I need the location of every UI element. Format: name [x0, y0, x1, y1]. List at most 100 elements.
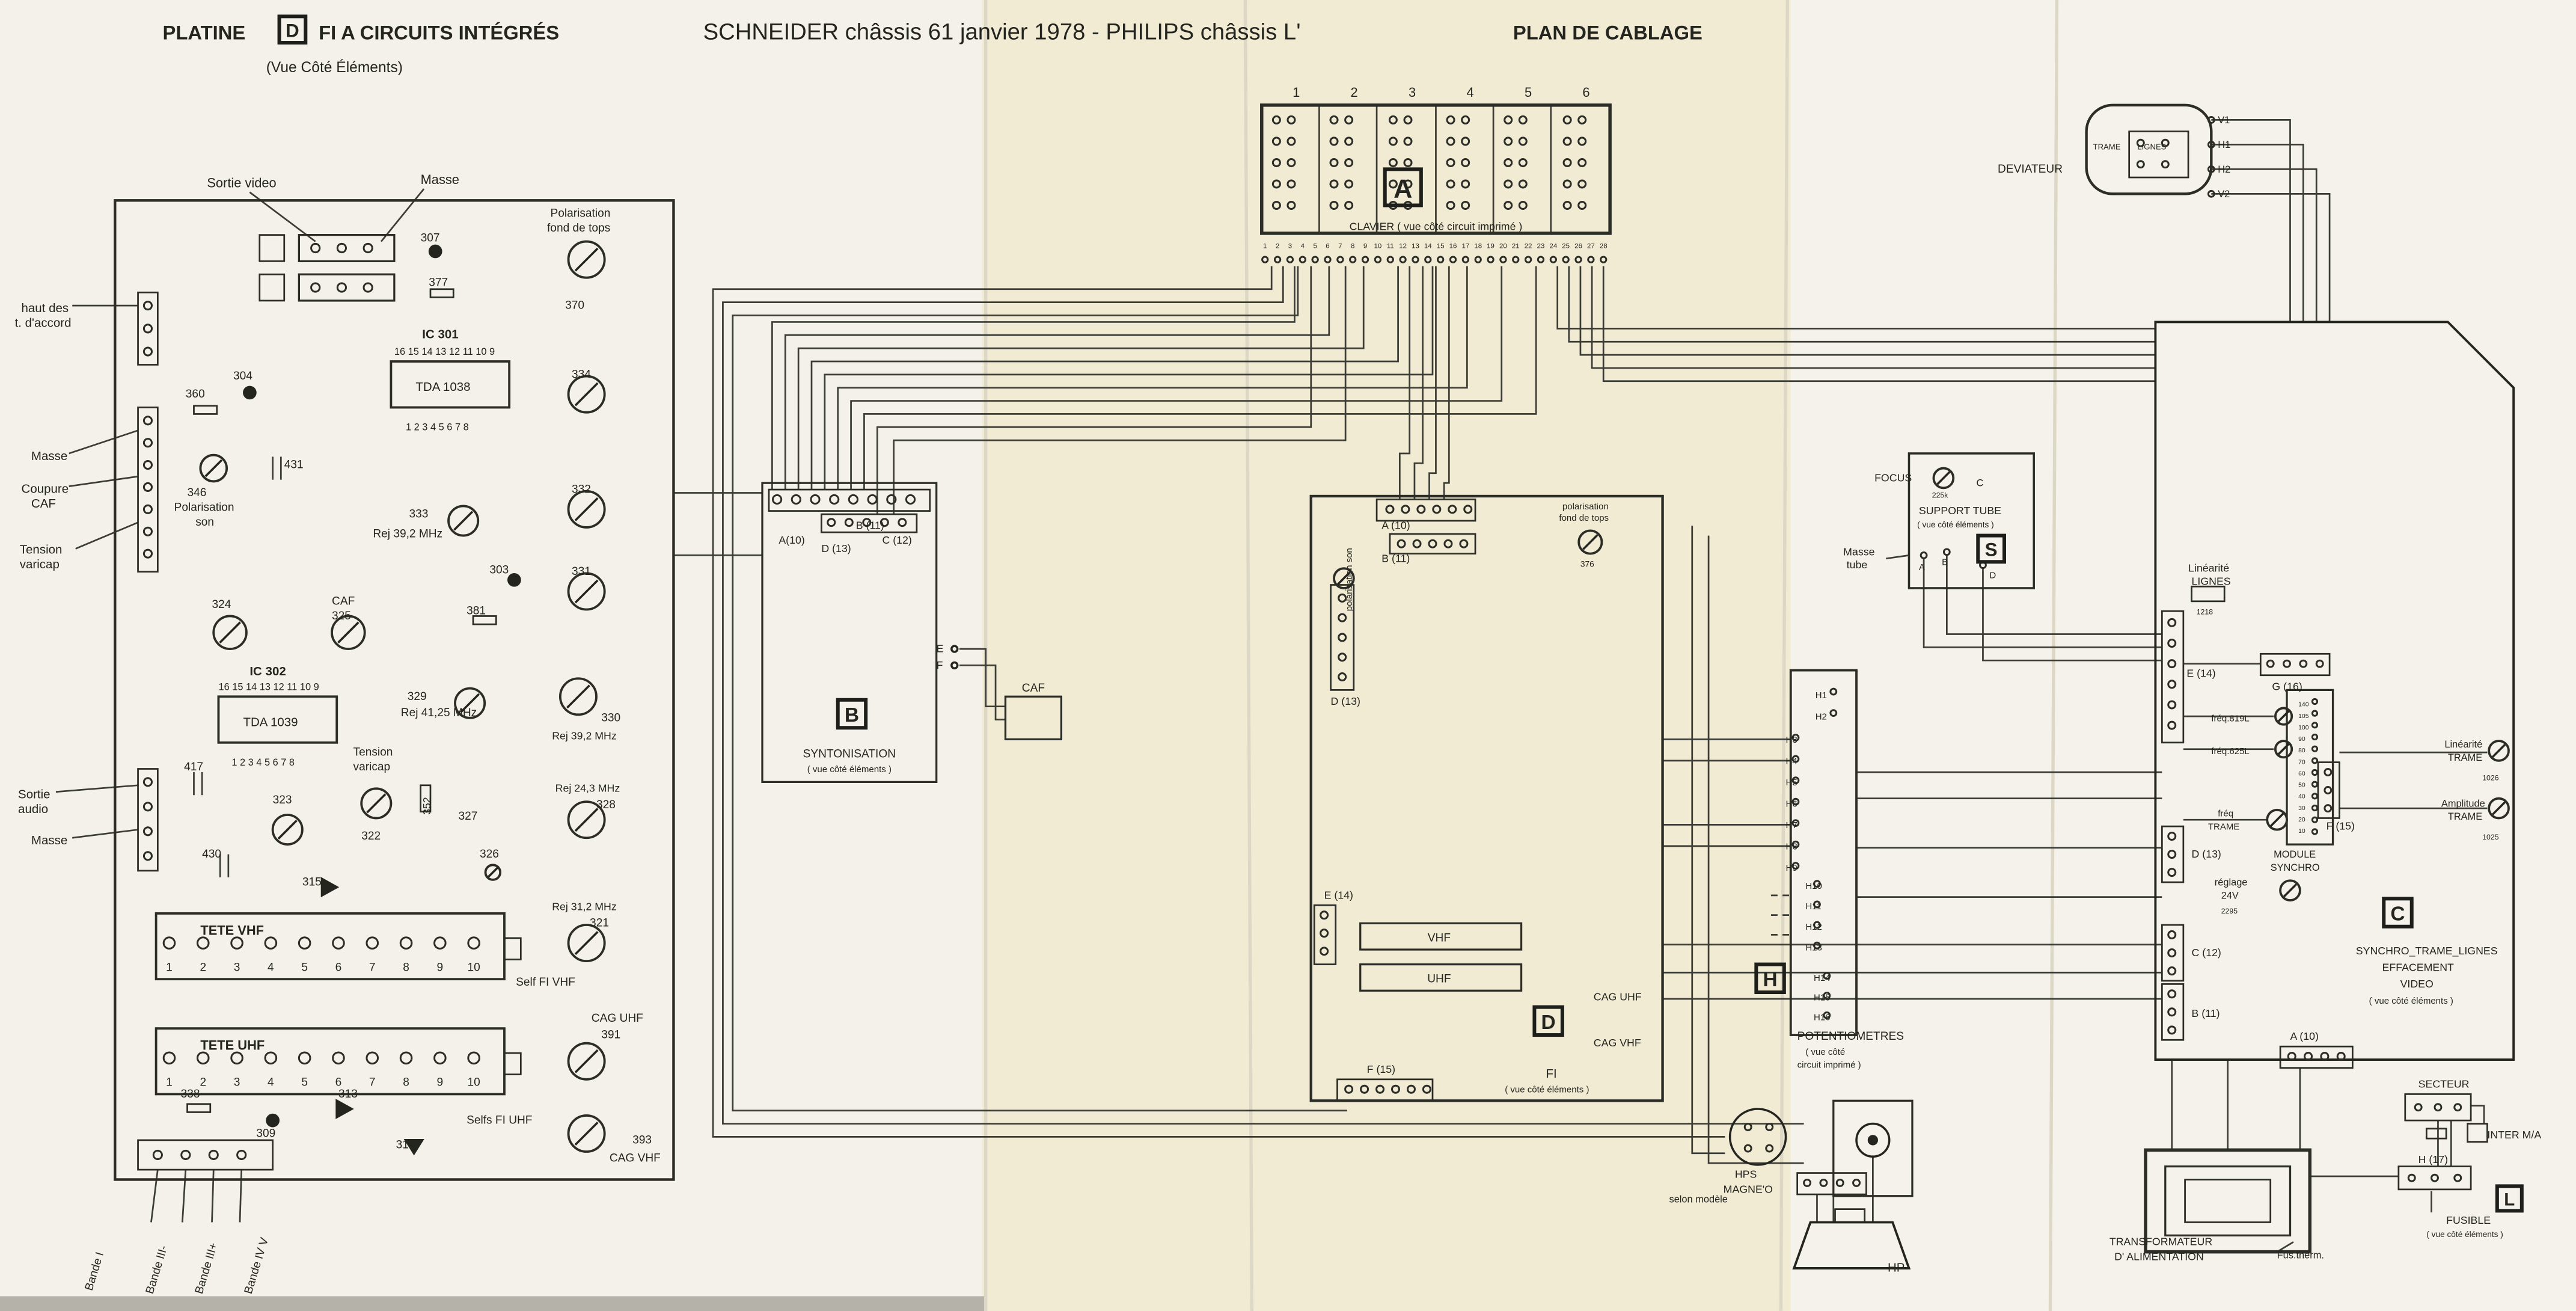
diagram-label: A(10)	[779, 534, 804, 546]
wire	[712, 266, 1725, 1138]
connector-hole	[1437, 256, 1445, 263]
section-letter: A	[1394, 174, 1412, 203]
connector-hole	[2311, 757, 2319, 764]
component-box	[217, 695, 338, 744]
pin-number: 5	[301, 962, 308, 974]
connector-hole	[1261, 256, 1269, 263]
connector-hole	[152, 1149, 163, 1161]
diagram-label: fréq.819L	[2211, 713, 2249, 723]
diagram-label: C (12)	[883, 534, 912, 546]
pin-label: H6	[1786, 799, 1797, 809]
connector-hole	[2167, 700, 2177, 710]
diagram-label: HPS	[1735, 1168, 1757, 1181]
diagram-label: PLAN DE CABLAGE	[1513, 22, 1703, 44]
connector-hole	[1286, 200, 1296, 210]
connector-hole	[1823, 992, 1831, 999]
diagram-label: 326	[480, 848, 499, 861]
potentiometers-layer	[199, 240, 2510, 1166]
pin-label: 80	[2298, 748, 2305, 754]
connector-hole	[1791, 840, 1800, 849]
connector-hole	[1574, 256, 1582, 263]
wire	[722, 266, 1804, 1125]
connector-hole	[1388, 158, 1398, 167]
potentiometer-slot	[460, 693, 480, 713]
diagram-label: B (11)	[856, 520, 884, 532]
section-letter: L	[2504, 1190, 2515, 1209]
connector-hole	[1577, 200, 1587, 210]
component-box	[761, 482, 938, 783]
diagram-label: t. d'accord	[15, 316, 72, 330]
pin-number: 4	[268, 962, 274, 974]
diagram-label: (Vue Côté Éléments)	[266, 60, 403, 76]
fold-crease	[2048, 0, 2059, 1311]
connector-hole	[2167, 930, 2177, 939]
pin-number: 26	[1574, 243, 1582, 250]
diagram-label: 2295	[2221, 907, 2238, 915]
connector-hole	[1446, 137, 1455, 146]
diagram-label: 346	[188, 487, 207, 499]
connector-hole	[1412, 256, 1419, 263]
connector-hole	[1374, 256, 1382, 263]
connector-hole	[1562, 256, 1570, 263]
connector-hole	[1499, 256, 1507, 263]
diagram-label: 430	[202, 848, 221, 861]
component-outline	[320, 877, 340, 898]
connector-hole	[2311, 733, 2319, 741]
potentiometer	[567, 924, 606, 963]
pin-label: H4	[1786, 756, 1797, 766]
pin-number: 2	[1276, 243, 1279, 250]
component-box	[1789, 669, 1858, 1036]
connector-hole	[142, 548, 153, 559]
connector-hole	[1338, 613, 1347, 622]
wire	[784, 266, 1330, 490]
potentiometer	[567, 490, 606, 529]
pin-number: 1	[1293, 85, 1300, 100]
connector-hole	[2311, 816, 2319, 823]
component-box	[1004, 695, 1063, 740]
connector-hole	[1852, 1178, 1861, 1187]
connector-hole	[2311, 745, 2319, 752]
diagram-label: 313	[338, 1088, 358, 1101]
connector-hole	[310, 242, 321, 254]
pin-number: 5	[1525, 85, 1532, 100]
wire	[1691, 526, 1725, 1155]
pin-number: 10	[467, 962, 480, 974]
diagram-label: VHF	[1428, 932, 1451, 944]
diagram-label: 370	[565, 299, 584, 312]
pin-number: 9	[1363, 243, 1367, 250]
connector-hole	[2287, 1052, 2296, 1061]
diagram-label: 352	[421, 797, 433, 815]
connector-hole	[399, 936, 413, 950]
diagram-label: 309	[256, 1127, 275, 1140]
diagram-label: fréq	[2218, 809, 2233, 819]
diagram-label: haut des	[22, 301, 69, 315]
diagram-label: TRAME	[2208, 822, 2240, 832]
connector-hole	[1271, 115, 1281, 124]
transistor-dot	[243, 385, 257, 400]
diagram-label: 307	[421, 232, 440, 245]
wire	[1982, 568, 2162, 662]
potentiometer-slot	[2277, 743, 2290, 755]
pin-number: 7	[369, 962, 376, 974]
connector-hole	[1403, 137, 1413, 146]
connector-hole	[2311, 722, 2319, 729]
pin-number: 17	[1461, 243, 1469, 250]
pin-number: 5	[301, 1076, 308, 1089]
pin-number: 6	[335, 962, 342, 974]
component-outline	[403, 1138, 424, 1156]
diagram-label: Rej 41,25 MHz	[401, 707, 477, 719]
connector-hole	[298, 1051, 311, 1065]
diagram-label: 391	[601, 1029, 620, 1042]
connector-holes-layer	[142, 115, 2462, 1187]
pin-label: 50	[2298, 782, 2305, 789]
pin-label: V2	[2218, 189, 2230, 200]
potentiometer-slot	[2492, 744, 2506, 758]
diagram-label: CAG VHF	[1594, 1037, 1641, 1049]
connector-hole	[142, 460, 153, 470]
connector-hole	[1920, 551, 1928, 559]
diagram-label: CAF	[1022, 682, 1045, 695]
connector-hole	[1461, 200, 1470, 210]
connector-hole	[1329, 179, 1339, 189]
wire	[72, 829, 138, 839]
wire	[2211, 119, 2291, 322]
